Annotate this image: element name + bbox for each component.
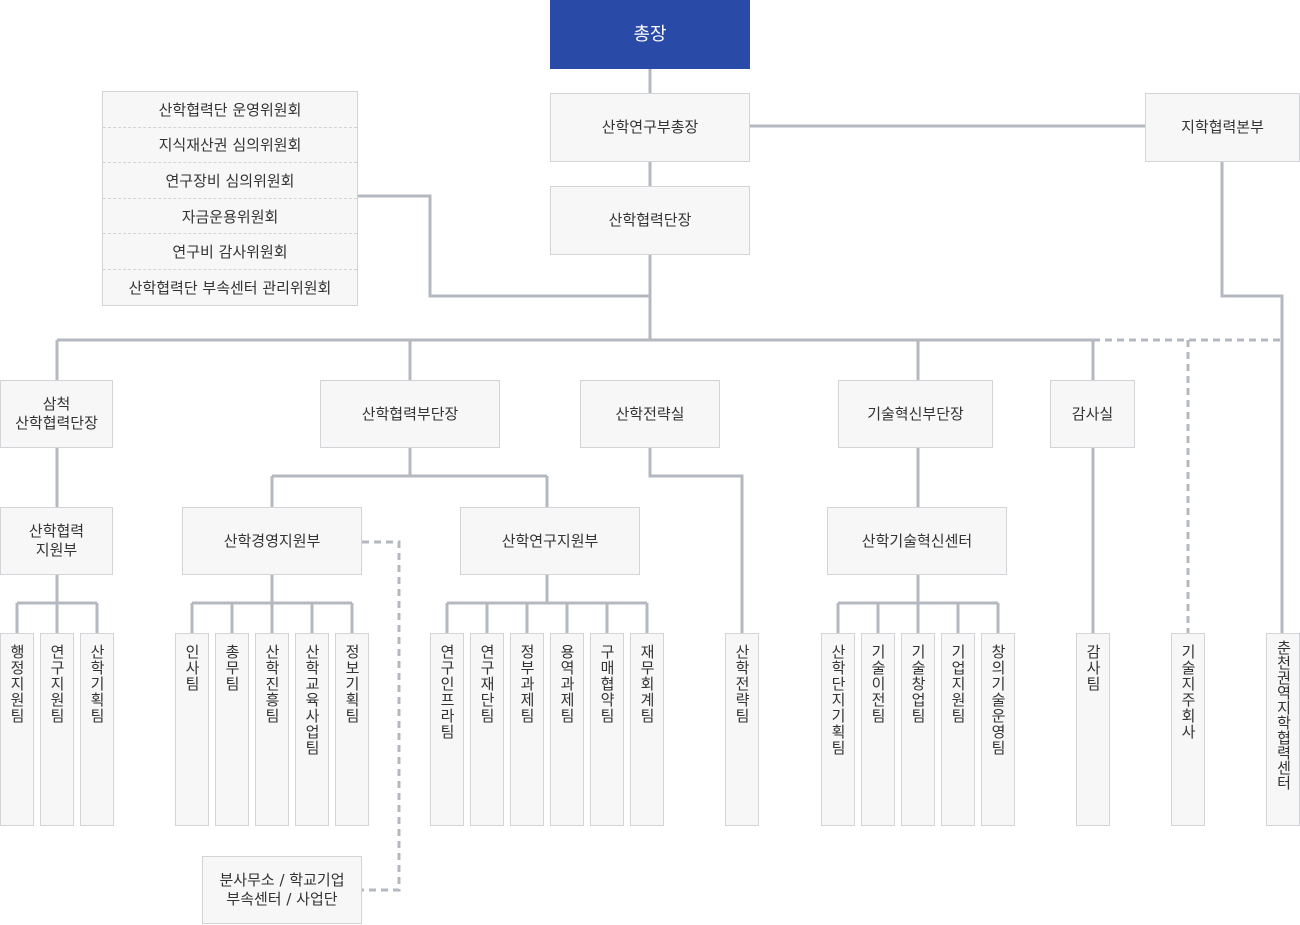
team-box: 재무회계팀 (630, 633, 664, 826)
team-label: 산학기획팀 (88, 644, 106, 724)
team-label: 구매협약팀 (598, 644, 616, 724)
team-box: 연구재단팀 (470, 633, 504, 826)
team-label: 연구인프라팀 (438, 644, 456, 740)
management-support-label: 산학경영지원부 (223, 531, 321, 550)
team-label: 기술이전팀 (869, 644, 887, 724)
tech-center-label: 산학기술혁신센터 (861, 531, 973, 550)
committee-item: 산학협력단 운영위원회 (158, 100, 302, 119)
team-box: 총무팀 (215, 633, 249, 826)
team-label: 기업지원팀 (949, 644, 967, 724)
team-box: 산학전략팀 (725, 633, 759, 826)
committee-item: 산학협력단 부속센터 관리위원회 (103, 268, 357, 305)
team-box: 구매협약팀 (590, 633, 624, 826)
branch-office-label: 분사무소 / 학교기업 부속센터 / 사업단 (219, 871, 345, 908)
team-label: 기술창업팀 (909, 644, 927, 724)
team-label: 감사팀 (1084, 644, 1102, 692)
team-box: 정보기획팀 (335, 633, 369, 826)
team-label: 연구재단팀 (478, 644, 496, 724)
foundation-head-box: 산학협력단장 (550, 186, 750, 255)
management-support-box: 산학경영지원부 (182, 507, 362, 575)
regional-hq-label: 지학협력본부 (1181, 118, 1264, 136)
team-box: 춘천권역지학협력센터 (1266, 633, 1300, 826)
strategy-office-label: 산학전략실 (615, 404, 685, 423)
team-label: 용역과제팀 (558, 644, 576, 724)
team-label: 행정지원팀 (8, 644, 26, 724)
team-box: 감사팀 (1076, 633, 1110, 826)
team-box: 기업지원팀 (941, 633, 975, 826)
samcheok-support-label: 산학협력 지원부 (28, 522, 85, 559)
president-label: 총장 (633, 24, 667, 45)
team-box: 연구지원팀 (40, 633, 74, 826)
vice-president-box: 산학연구부총장 (550, 93, 750, 162)
committee-item: 지식재산권 심의위원회 (103, 126, 357, 163)
research-support-label: 산학연구지원부 (501, 531, 599, 550)
committee-item: 연구장비 심의위원회 (103, 162, 357, 198)
team-label: 정부과제팀 (518, 644, 536, 724)
president-box: 총장 (550, 0, 750, 69)
samcheok-head-label: 삼척 산학협력단장 (15, 395, 98, 432)
deputy-tech-box: 기술혁신부단장 (838, 380, 993, 448)
audit-office-label: 감사실 (1071, 404, 1114, 423)
vice-president-label: 산학연구부총장 (601, 118, 699, 136)
committee-item: 연구비 감사위원회 (103, 233, 357, 269)
team-box: 기술창업팀 (901, 633, 935, 826)
tech-center-box: 산학기술혁신센터 (827, 507, 1007, 575)
team-box: 정부과제팀 (510, 633, 544, 826)
team-box: 산학교육사업팀 (295, 633, 329, 826)
team-box: 창의기술운영팀 (981, 633, 1015, 826)
deputy-tech-label: 기술혁신부단장 (867, 404, 964, 423)
team-box: 산학단지기획팀 (821, 633, 855, 826)
team-box: 용역과제팀 (550, 633, 584, 826)
team-label: 산학진흥팀 (263, 644, 281, 724)
committee-list: 산학협력단 운영위원회 지식재산권 심의위원회 연구장비 심의위원회 자금운용위… (102, 91, 358, 306)
team-label: 산학전략팀 (733, 644, 751, 724)
team-label: 정보기획팀 (343, 644, 361, 724)
samcheok-head-box: 삼척 산학협력단장 (0, 380, 113, 448)
team-label: 춘천권역지학협력센터 (1274, 640, 1293, 790)
team-label: 연구지원팀 (48, 644, 66, 724)
team-label: 산학교육사업팀 (303, 644, 321, 756)
team-box: 연구인프라팀 (430, 633, 464, 826)
branch-office-box: 분사무소 / 학교기업 부속센터 / 사업단 (202, 856, 362, 924)
team-box: 인사팀 (175, 633, 209, 826)
team-box: 행정지원팀 (0, 633, 34, 826)
team-box: 산학기획팀 (80, 633, 114, 826)
team-box: 산학진흥팀 (255, 633, 289, 826)
committee-item: 자금운용위원회 (103, 197, 357, 234)
regional-hq-box: 지학협력본부 (1145, 93, 1300, 162)
deputy-cooperation-label: 산학협력부단장 (361, 404, 459, 423)
samcheok-support-box: 산학협력 지원부 (0, 507, 113, 575)
team-box: 기술이전팀 (861, 633, 895, 826)
strategy-office-box: 산학전략실 (580, 380, 720, 448)
foundation-head-label: 산학협력단장 (608, 211, 692, 229)
team-label: 산학단지기획팀 (829, 644, 847, 756)
team-label: 총무팀 (223, 644, 241, 692)
audit-office-box: 감사실 (1050, 380, 1135, 448)
team-label: 재무회계팀 (638, 644, 656, 724)
deputy-cooperation-box: 산학협력부단장 (320, 380, 500, 448)
team-label: 기술지주회사 (1179, 644, 1197, 740)
research-support-box: 산학연구지원부 (460, 507, 640, 575)
team-label: 인사팀 (183, 644, 201, 692)
team-box: 기술지주회사 (1171, 633, 1205, 826)
team-label: 창의기술운영팀 (989, 644, 1007, 756)
